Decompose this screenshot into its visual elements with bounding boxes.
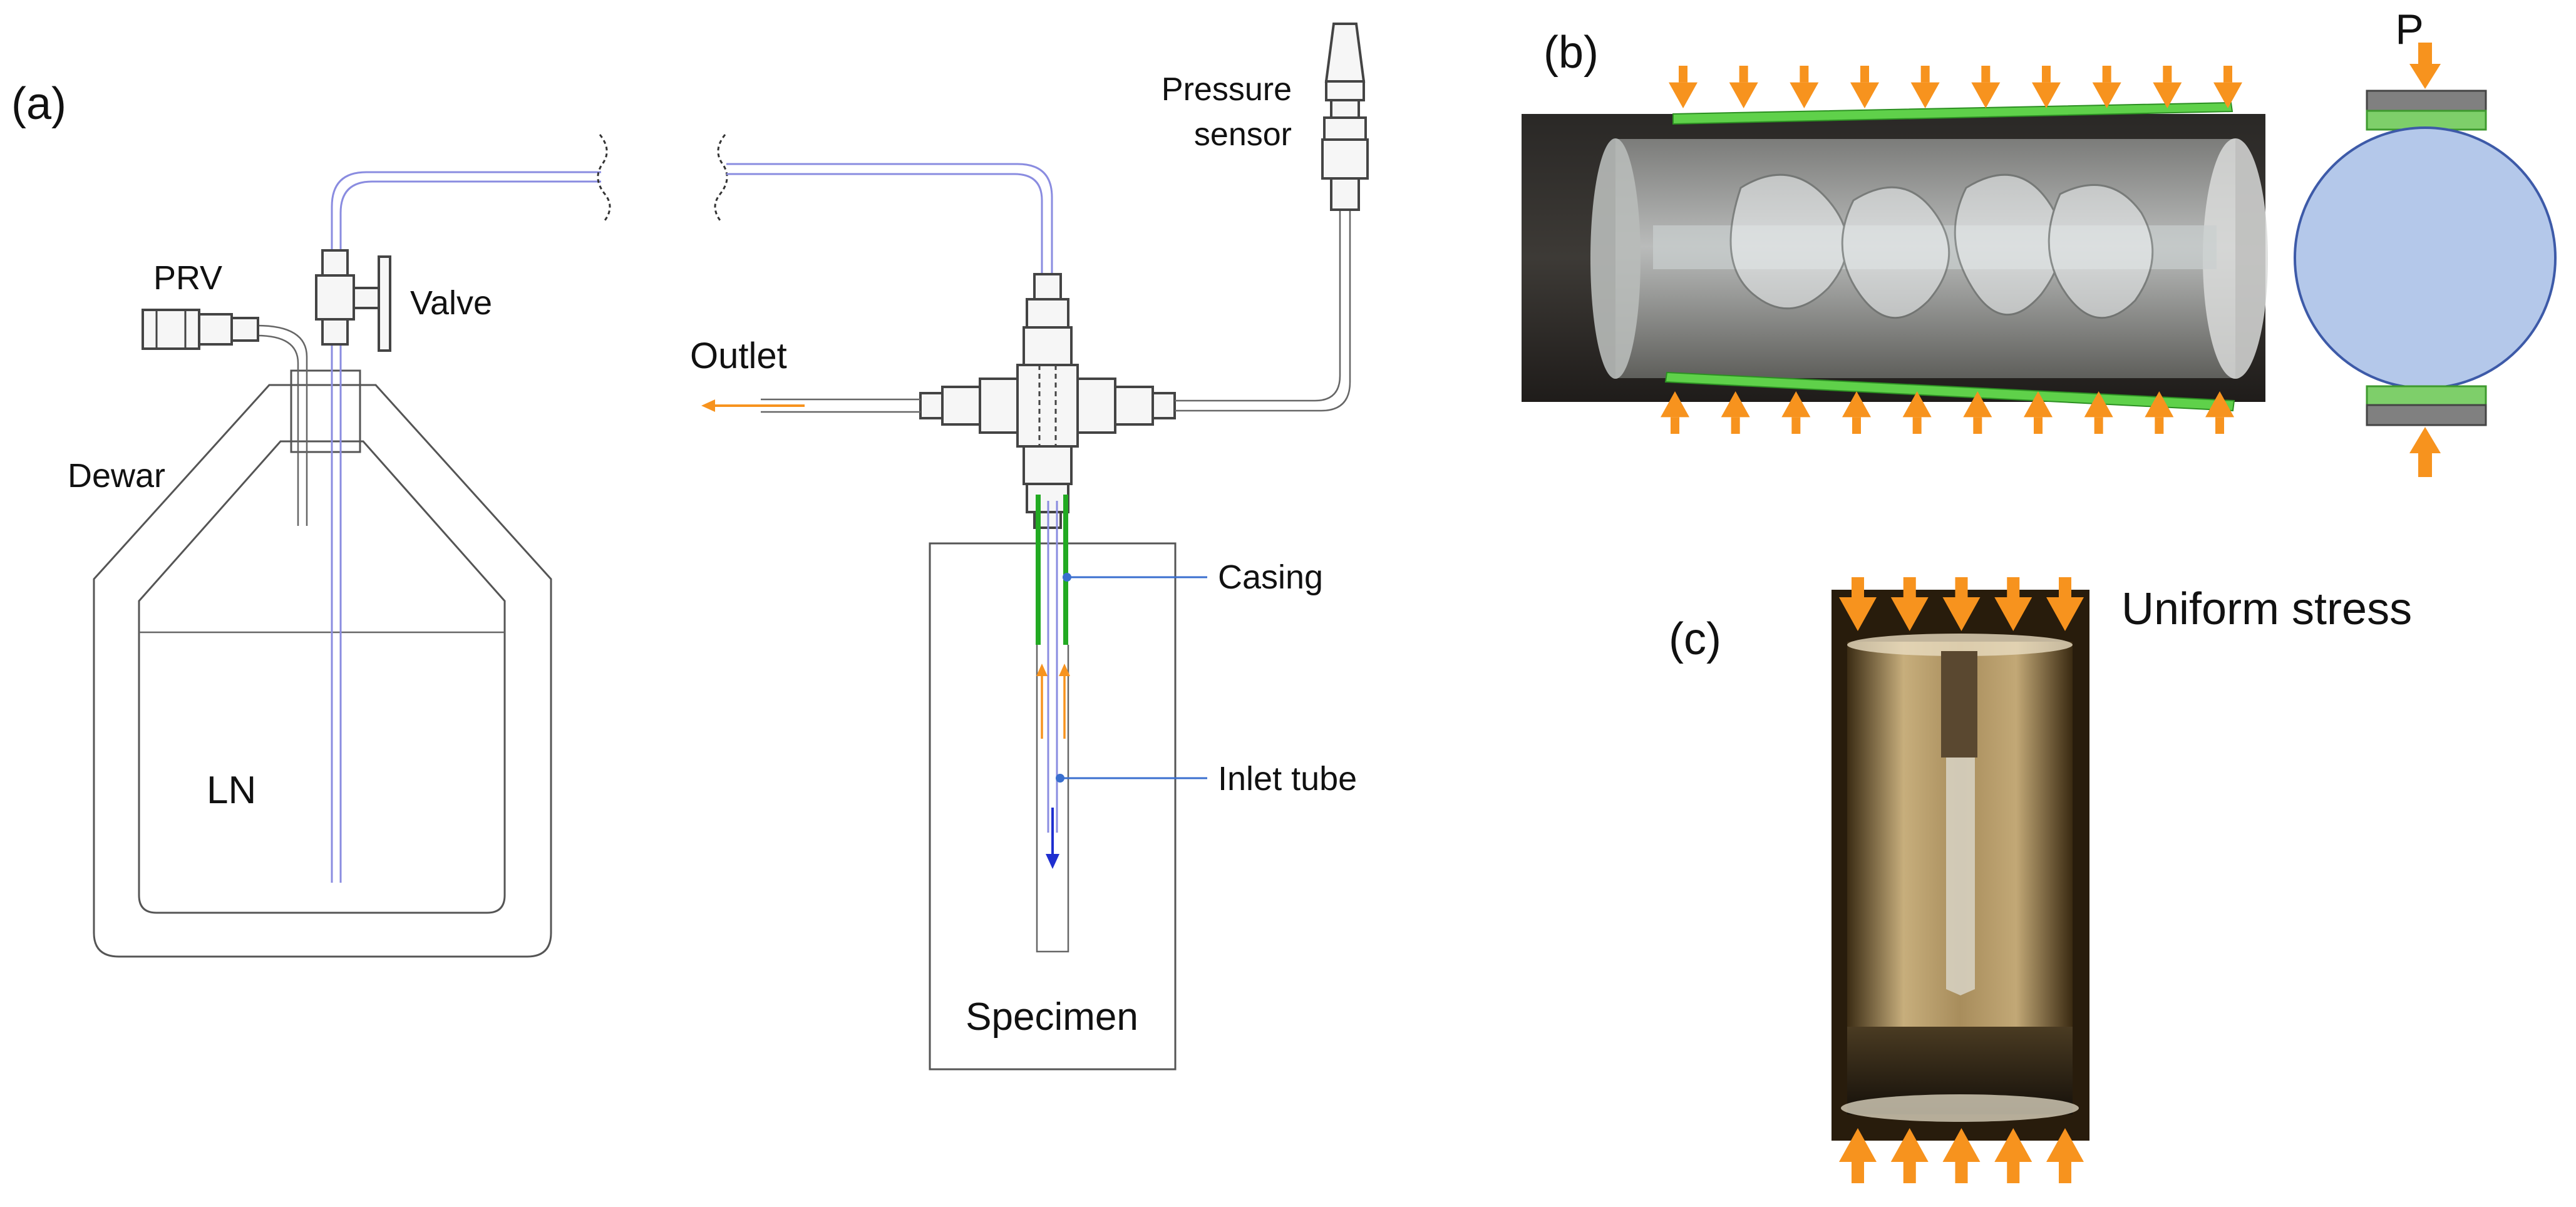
ln-feed-line xyxy=(726,163,1053,275)
load-arrow-down xyxy=(1971,66,2001,108)
load-arrow-down xyxy=(1729,66,1758,108)
pressure-sensor xyxy=(1175,23,1369,412)
load-arrow-up xyxy=(1721,391,1750,434)
load-arrow-down xyxy=(2153,66,2182,108)
load-arrow-down xyxy=(1790,66,1819,108)
load-arrow-up xyxy=(2024,391,2053,434)
bottom-loading-plate xyxy=(1664,371,2235,412)
load-arrow-up xyxy=(2046,1128,2084,1183)
panel-label-c: (c) xyxy=(1669,614,1721,664)
side-view-top-platen xyxy=(2366,90,2487,131)
load-arrow-up xyxy=(1902,391,1932,434)
label-uniform-stress: Uniform stress xyxy=(2121,584,2412,634)
load-arrow-down xyxy=(1910,66,1940,108)
load-arrow-up xyxy=(1661,391,1689,434)
load-arrow-up xyxy=(1994,1128,2032,1183)
load-arrow-down xyxy=(1850,66,1879,108)
break-mark-right xyxy=(714,134,728,221)
load-arrow-down xyxy=(2092,66,2121,108)
load-arrow-up xyxy=(1890,1128,1929,1183)
load-arrow-top-side xyxy=(2409,43,2441,89)
top-loading-plate xyxy=(1672,101,2233,125)
prv-relief-valve xyxy=(142,309,308,526)
panel-b-top-arrows xyxy=(1669,66,2242,108)
load-arrow-up xyxy=(1781,391,1811,434)
label-outlet: Outlet xyxy=(690,336,787,376)
label-pressure-sensor-line2: sensor xyxy=(1194,116,1292,153)
load-arrow-up xyxy=(2145,391,2174,434)
label-specimen: Specimen xyxy=(966,995,1138,1039)
label-prv: PRV xyxy=(153,259,222,297)
panel-label-a: (a) xyxy=(11,79,66,129)
load-arrow-up xyxy=(1942,1128,1981,1183)
load-arrow-bottom-side xyxy=(2409,427,2441,477)
panel-b-bottom-arrows xyxy=(1661,391,2234,434)
panel-c-photo xyxy=(1832,590,2089,1141)
load-arrow-down xyxy=(2046,577,2084,631)
panel-label-b: (b) xyxy=(1543,28,1599,78)
label-pressure-sensor-line1: Pressure xyxy=(1162,71,1292,108)
load-arrow-down xyxy=(1890,577,1929,631)
dewar-vessel xyxy=(93,369,552,958)
valve xyxy=(315,249,391,352)
return-flow-arrows xyxy=(1036,664,1070,739)
load-arrow-up xyxy=(1842,391,1871,434)
ln-flow-arrow xyxy=(1046,808,1059,869)
label-dewar: Dewar xyxy=(68,457,165,495)
load-arrow-down xyxy=(1942,577,1981,631)
specimen-block xyxy=(929,542,1177,1071)
panel-c-top-arrows xyxy=(1839,577,2084,631)
casing xyxy=(1036,495,1068,645)
side-view-bottom-platen xyxy=(2366,385,2487,426)
break-mark-left xyxy=(597,134,611,221)
panel-b-photo xyxy=(1522,114,2268,402)
load-arrow-down xyxy=(1994,577,2032,631)
load-arrow-up xyxy=(2084,391,2113,434)
label-valve: Valve xyxy=(410,284,492,322)
load-arrow-down xyxy=(2032,66,2061,108)
specimen-cross-section xyxy=(2294,126,2557,389)
leader-inlet-tube xyxy=(1056,774,1207,783)
outlet-flow-arrow xyxy=(701,399,805,412)
label-inlet-tube: Inlet tube xyxy=(1218,760,1357,798)
outlet-line xyxy=(761,398,920,413)
leader-casing xyxy=(1063,573,1207,582)
label-ln: LN xyxy=(207,769,256,812)
ln-transfer-tube xyxy=(331,171,601,883)
cross-fitting xyxy=(919,273,1176,529)
load-arrow-down xyxy=(1839,577,1877,631)
load-arrow-up xyxy=(1963,391,1992,434)
load-arrow-down xyxy=(1669,66,1698,108)
load-arrow-up xyxy=(2205,391,2234,434)
load-arrow-down xyxy=(2213,66,2242,108)
load-arrow-up xyxy=(1839,1128,1877,1183)
label-casing: Casing xyxy=(1218,558,1323,596)
panel-c-bottom-arrows xyxy=(1839,1128,2084,1183)
